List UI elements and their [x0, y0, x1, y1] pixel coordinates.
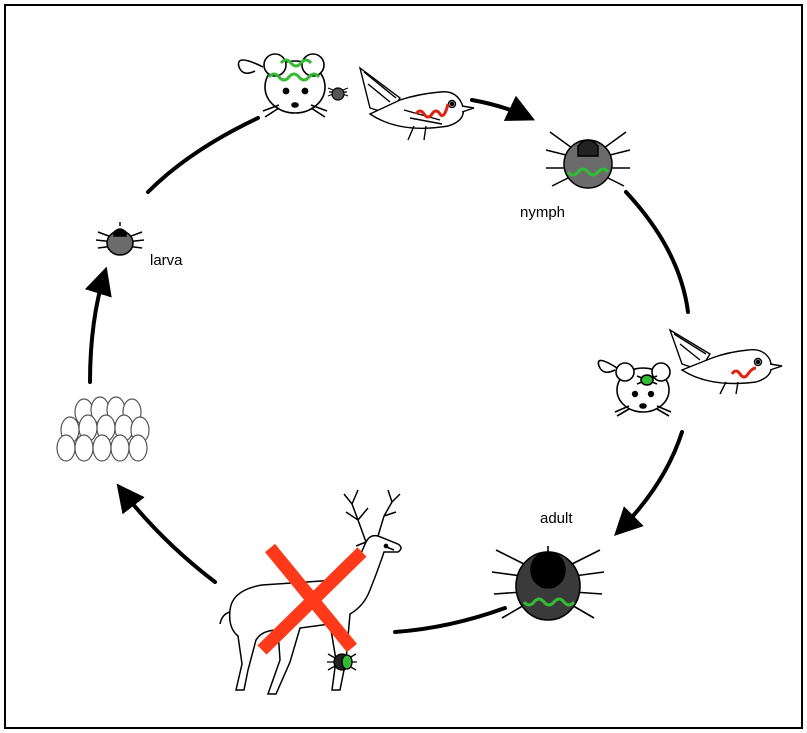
arrow-nymph-to-hosts — [626, 192, 688, 312]
arrow-adult-to-deer — [395, 608, 505, 632]
stage-label-nymph: nymph — [520, 204, 610, 228]
arrow-bird-to-nymph — [472, 100, 530, 118]
bird-icon — [360, 68, 474, 140]
arrow-mouse-to-larva — [148, 118, 258, 192]
nymph-label: nymph — [520, 204, 610, 221]
tick-icon — [546, 132, 630, 188]
eggs-icon — [57, 397, 149, 461]
mouse-icon — [239, 54, 328, 117]
stage-label-larva: larva — [150, 252, 220, 276]
tick-icon — [96, 222, 144, 255]
tick-icon — [327, 654, 357, 670]
larva-label: larva — [150, 252, 220, 269]
stage-label-adult: adult — [540, 510, 620, 534]
arrow-deer-to-eggs — [120, 488, 215, 582]
bird-icon — [670, 330, 782, 394]
tick-icon — [328, 88, 348, 100]
mouse-icon — [598, 360, 671, 416]
arrow-hosts-to-adult — [618, 432, 682, 532]
adult-label: adult — [540, 510, 620, 527]
arrow-eggs-to-larva — [90, 272, 105, 382]
tick-icon — [492, 546, 604, 620]
